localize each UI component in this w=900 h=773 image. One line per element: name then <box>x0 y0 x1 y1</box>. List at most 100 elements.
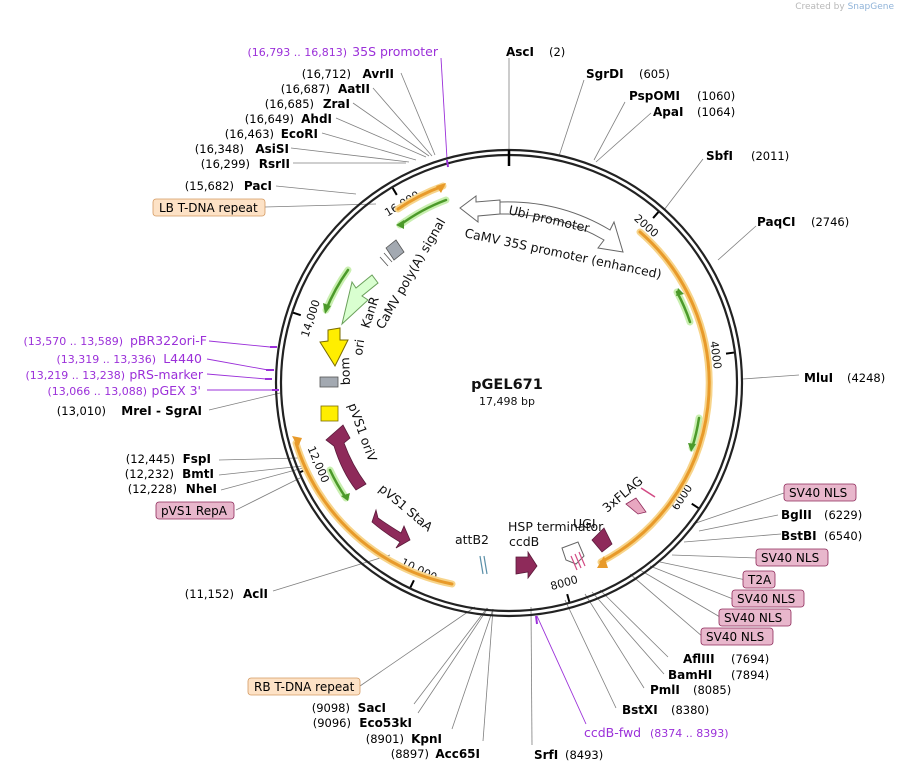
feature-label: CaMV 35S promoter (enhanced) <box>463 225 663 281</box>
enzyme-name: SbfI <box>706 149 733 163</box>
enzyme-name: BstBI <box>781 529 817 543</box>
enzyme-name: AscI <box>506 45 534 59</box>
feature-label: SV40 NLS <box>789 486 847 500</box>
enzyme-name: AvrII <box>362 67 394 81</box>
primer-pos: (8374 .. 8393) <box>650 727 729 740</box>
arc-arrowheads <box>292 183 696 568</box>
enzyme-name: SgrDI <box>586 67 624 81</box>
primer-pos: (13,066 .. 13,088) <box>47 385 147 398</box>
feature-label: ccdB <box>509 534 539 549</box>
enzyme-pos: (8380) <box>671 703 709 717</box>
pvs1-oriv-arrow <box>325 424 367 491</box>
tick-mark <box>292 311 302 317</box>
feature-label: LB T-DNA repeat <box>159 201 258 215</box>
enzyme-pos: (12,228) <box>128 482 177 496</box>
enzyme-name: PmlI <box>650 683 680 697</box>
primer-pos: (16,793 .. 16,813) <box>247 46 347 59</box>
feature-label: bom <box>337 357 353 385</box>
ugi-arrow <box>591 527 613 553</box>
snapgene-brand: SnapGene <box>847 2 894 12</box>
leader-lines <box>208 58 800 746</box>
enzyme-name: KpnI <box>411 732 442 746</box>
inner-feature-labels: Ubi promoter CaMV 35S promoter (enhanced… <box>337 202 663 549</box>
enzyme-name: FspI <box>183 452 211 466</box>
enzyme-name: BstXI <box>622 703 658 717</box>
primer-name: L4440 <box>163 351 202 366</box>
primer-name: pGEX 3' <box>152 383 201 398</box>
enzyme-pos: (16,712) <box>302 67 351 81</box>
enzyme-pos: (6229) <box>824 508 862 522</box>
enzyme-pos: (605) <box>639 67 670 81</box>
flag-tag <box>625 497 647 515</box>
enzyme-pos: (8901) <box>366 732 404 746</box>
feature-label: pVS1 RepA <box>161 504 228 518</box>
snapgene-credit: Created by SnapGene <box>795 2 894 12</box>
tick-mark <box>691 502 699 509</box>
ori-arrow <box>319 327 349 368</box>
primer-name: pBR322ori-F <box>130 333 207 348</box>
enzyme-pos: (12,445) <box>126 452 175 466</box>
tick-mark <box>391 187 398 196</box>
credit-prefix: Created by <box>795 2 845 12</box>
enzyme-pos: (1060) <box>697 89 735 103</box>
tick-label: 8000 <box>549 573 579 593</box>
tick-mark <box>652 211 660 219</box>
primer-name: ccdB-fwd <box>584 725 641 740</box>
enzyme-pos: (13,010) <box>57 404 106 418</box>
plasmid-length: 17,498 bp <box>479 395 535 408</box>
tick-mark <box>725 351 735 355</box>
tick-label: 14,000 <box>299 298 323 339</box>
enzyme-pos: (16,299) <box>201 157 250 171</box>
enzyme-name: NheI <box>186 482 217 496</box>
enzyme-pos: (11,152) <box>185 587 234 601</box>
primer-marks <box>265 159 538 625</box>
enzyme-pos: (8897) <box>391 747 429 761</box>
feature-label: RB T-DNA repeat <box>254 680 355 694</box>
feature-label: attB2 <box>455 532 489 547</box>
enzyme-name: RsrII <box>259 157 290 171</box>
enzyme-pos: (1064) <box>697 105 735 119</box>
enzyme-pos: (12,232) <box>125 467 174 481</box>
enzyme-pos: (16,687) <box>281 82 330 96</box>
enzyme-name: AatII <box>338 82 370 96</box>
enzyme-name: SrfI <box>534 748 558 762</box>
enzyme-pos: (16,649) <box>245 112 294 126</box>
enzyme-pos: (4248) <box>847 371 885 385</box>
feature-label: SV40 NLS <box>737 592 795 606</box>
enzyme-name: ApaI <box>653 105 683 119</box>
enzyme-pos: (16,463) <box>225 127 274 141</box>
enzyme-pos: (2) <box>549 45 565 59</box>
feature-label: SV40 NLS <box>761 551 819 565</box>
polya-box <box>385 239 405 261</box>
enzyme-name: PacI <box>244 179 272 193</box>
inner-features <box>319 195 656 580</box>
enzyme-name: AclI <box>243 587 268 601</box>
kanr-arrow <box>341 274 379 326</box>
enzyme-labels: AscI (2) SgrDI (605) PspOMI (1060) ApaI … <box>57 45 885 762</box>
primer-leader-lines <box>206 57 587 725</box>
feature-label: CaMV poly(A) signal <box>373 215 449 331</box>
enzyme-name: PaqCI <box>757 215 795 229</box>
feature-label: T2A <box>747 573 772 587</box>
enzyme-name: BglII <box>781 508 812 522</box>
enzyme-pos: (8085) <box>693 683 731 697</box>
feature-label: UGI <box>573 516 596 531</box>
primer-pos: (13,219 .. 13,238) <box>25 369 125 382</box>
enzyme-name: Eco53kI <box>359 716 412 730</box>
enzyme-name: BmtI <box>182 467 214 481</box>
ubi-promoter-arrow <box>499 201 624 253</box>
bom-box <box>319 376 339 388</box>
enzyme-pos: (16,348) <box>195 142 244 156</box>
feature-label: pVS1 oriV <box>345 401 380 464</box>
attb2-mark <box>479 555 484 575</box>
primer-pos: (13,319 .. 13,336) <box>56 353 156 366</box>
enzyme-name: AhdI <box>301 112 332 126</box>
enzyme-pos: (16,685) <box>265 97 314 111</box>
enzyme-name: ZraI <box>323 97 350 111</box>
enzyme-name: AflIII <box>683 652 715 666</box>
plasmid-name: pGEL671 <box>471 377 543 393</box>
enzyme-name: PspOMI <box>629 89 680 103</box>
feature-label: SV40 NLS <box>724 611 782 625</box>
feature-label: ori <box>350 338 367 356</box>
